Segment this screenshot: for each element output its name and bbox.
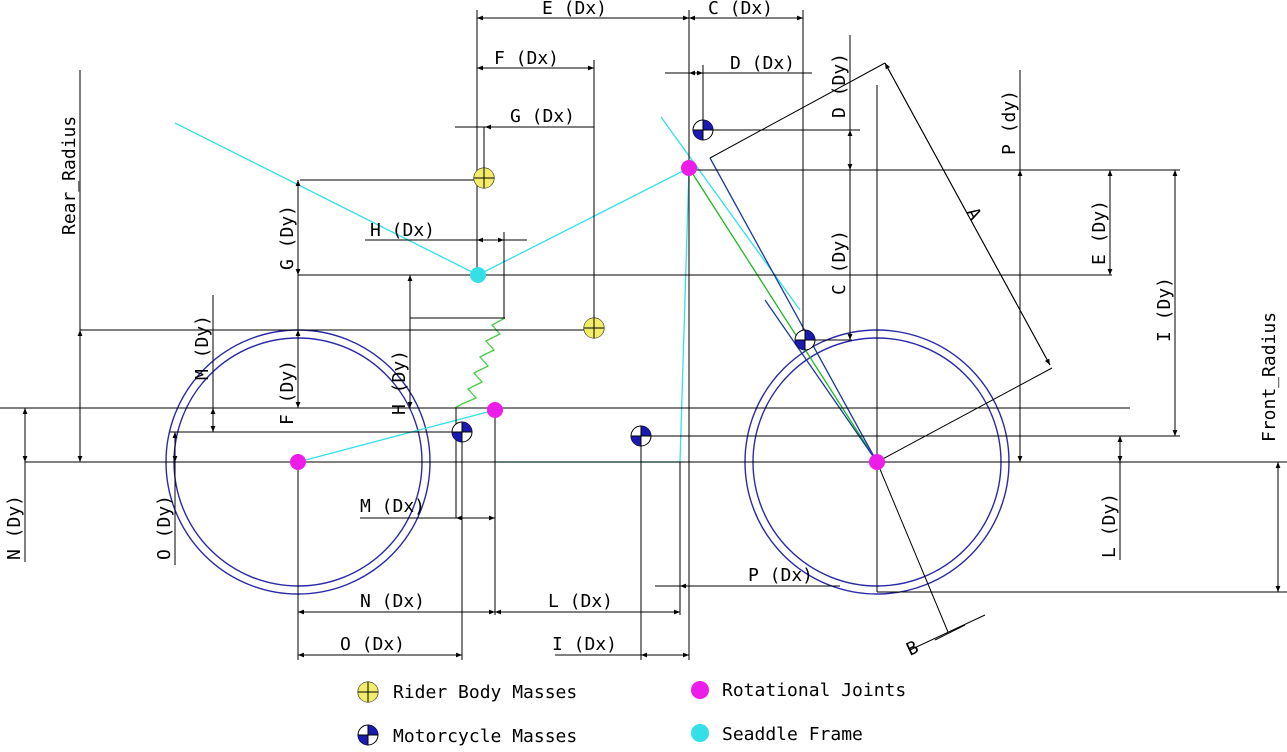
legend-rider-label: Rider Body Masses [393, 682, 577, 703]
label-c-dx: C (Dx) [708, 0, 773, 19]
rear-shock-spring [454, 317, 506, 409]
legend-joint-icon [691, 681, 709, 699]
label-p-dy: P (dy) [999, 90, 1020, 155]
label-a: A [962, 204, 986, 224]
joint-swingarm [487, 402, 503, 418]
label-c-dy: C (Dy) [829, 230, 850, 295]
label-d-dy: D (Dy) [829, 53, 850, 118]
moto-mass-3 [451, 421, 473, 443]
label-g-dx: G (Dx) [510, 106, 575, 127]
rider-mass-1 [473, 167, 495, 189]
label-b: B [903, 637, 922, 661]
label-f-dy: F (Dy) [277, 360, 298, 425]
front-fork [688, 157, 878, 463]
label-rear-radius: Rear_Radius [59, 116, 80, 235]
label-n-dx: N (Dx) [360, 591, 425, 612]
joint-rear-axle [290, 454, 306, 470]
label-e-dx: E (Dx) [542, 0, 607, 19]
label-d-dx: D (Dx) [730, 53, 795, 74]
label-g-dy: G (Dy) [277, 205, 298, 270]
label-l-dy: L (Dy) [1099, 493, 1120, 558]
label-e-dy: E (Dy) [1089, 200, 1110, 265]
rider-mass-2 [583, 317, 605, 339]
moto-mass-2 [794, 329, 816, 351]
seaddle-frame-node [470, 267, 486, 283]
label-h-dx: H (Dx) [370, 220, 435, 241]
legend-frame-icon [691, 724, 709, 742]
label-i-dy: I (Dy) [1154, 277, 1175, 342]
label-m-dy: M (Dy) [192, 315, 213, 380]
dimension-arrows [22, 15, 1281, 658]
label-f-dx: F (Dx) [494, 48, 559, 69]
label-p-dx: P (Dx) [748, 565, 813, 586]
label-o-dx: O (Dx) [340, 634, 405, 655]
label-front-radius: Front_Radius [1259, 312, 1280, 442]
joint-front-axle [869, 454, 885, 470]
label-h-dy: H (Dy) [389, 350, 410, 415]
legend-moto-label: Motorcycle Masses [393, 726, 577, 747]
label-o-dy: O (Dy) [154, 495, 175, 560]
label-i-dx: I (Dx) [552, 634, 617, 655]
label-l-dx: L (Dx) [548, 591, 613, 612]
moto-mass-1 [692, 119, 714, 141]
label-n-dy: N (Dy) [4, 495, 25, 560]
label-m-dx: M (Dx) [360, 496, 425, 517]
joint-head [681, 160, 697, 176]
legend-frame-label: Seaddle Frame [722, 724, 863, 745]
moto-mass-4 [630, 425, 652, 447]
legend-moto-icon [357, 724, 379, 746]
legend: Rider Body Masses Motorcycle Masses Rota… [357, 680, 906, 747]
legend-rider-icon [357, 681, 379, 703]
legend-joint-label: Rotational Joints [722, 680, 906, 701]
